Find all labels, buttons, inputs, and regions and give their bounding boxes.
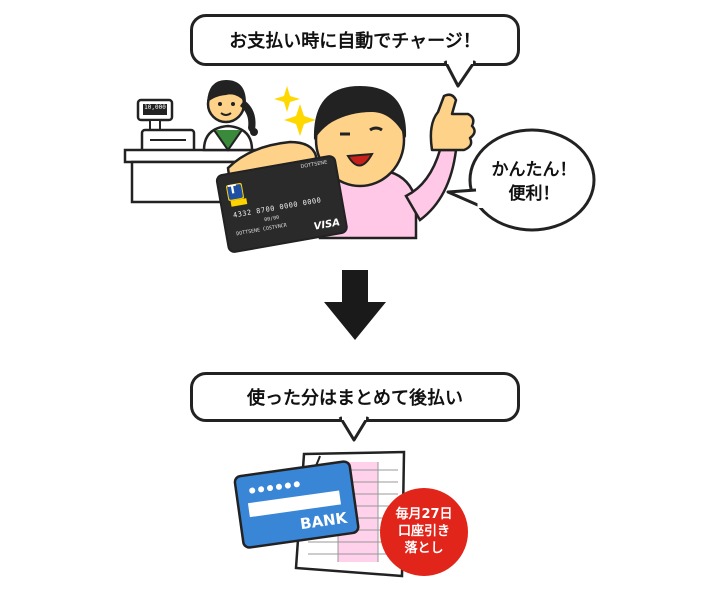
side-bubble-line-2: 便利！ (508, 184, 560, 204)
down-arrow-icon (324, 270, 386, 340)
side-bubble-shape (446, 128, 596, 232)
top-bubble-text: お支払い時に自動でチャージ！ (229, 31, 481, 52)
side-bubble-text: かんたん！ 便利！ (478, 158, 590, 206)
top-speech-bubble: お支払い時に自動でチャージ！ (190, 14, 520, 66)
bank-passbook (233, 460, 360, 549)
bottom-bubble-tail (338, 416, 370, 442)
cash-register-icon (136, 98, 196, 154)
top-bubble-tail (443, 60, 477, 88)
badge-line-3: 落とし (404, 541, 444, 556)
bottom-speech-bubble: 使った分はまとめて後払い (190, 372, 520, 422)
bottom-bubble-text: 使った分はまとめて後払い (247, 388, 463, 409)
payment-schedule-badge: 毎月27日 口座引き 落とし (384, 506, 464, 557)
sparkle-icons (274, 86, 316, 136)
credit-card-image (215, 155, 348, 253)
store-clerk-figure (202, 80, 258, 152)
register-display: 10,000 (144, 104, 166, 111)
badge-line-1: 毎月27日 (395, 507, 453, 522)
badge-line-2: 口座引き (397, 524, 450, 539)
payment-badge-circle (380, 488, 468, 576)
side-bubble-line-1: かんたん！ (491, 160, 577, 180)
